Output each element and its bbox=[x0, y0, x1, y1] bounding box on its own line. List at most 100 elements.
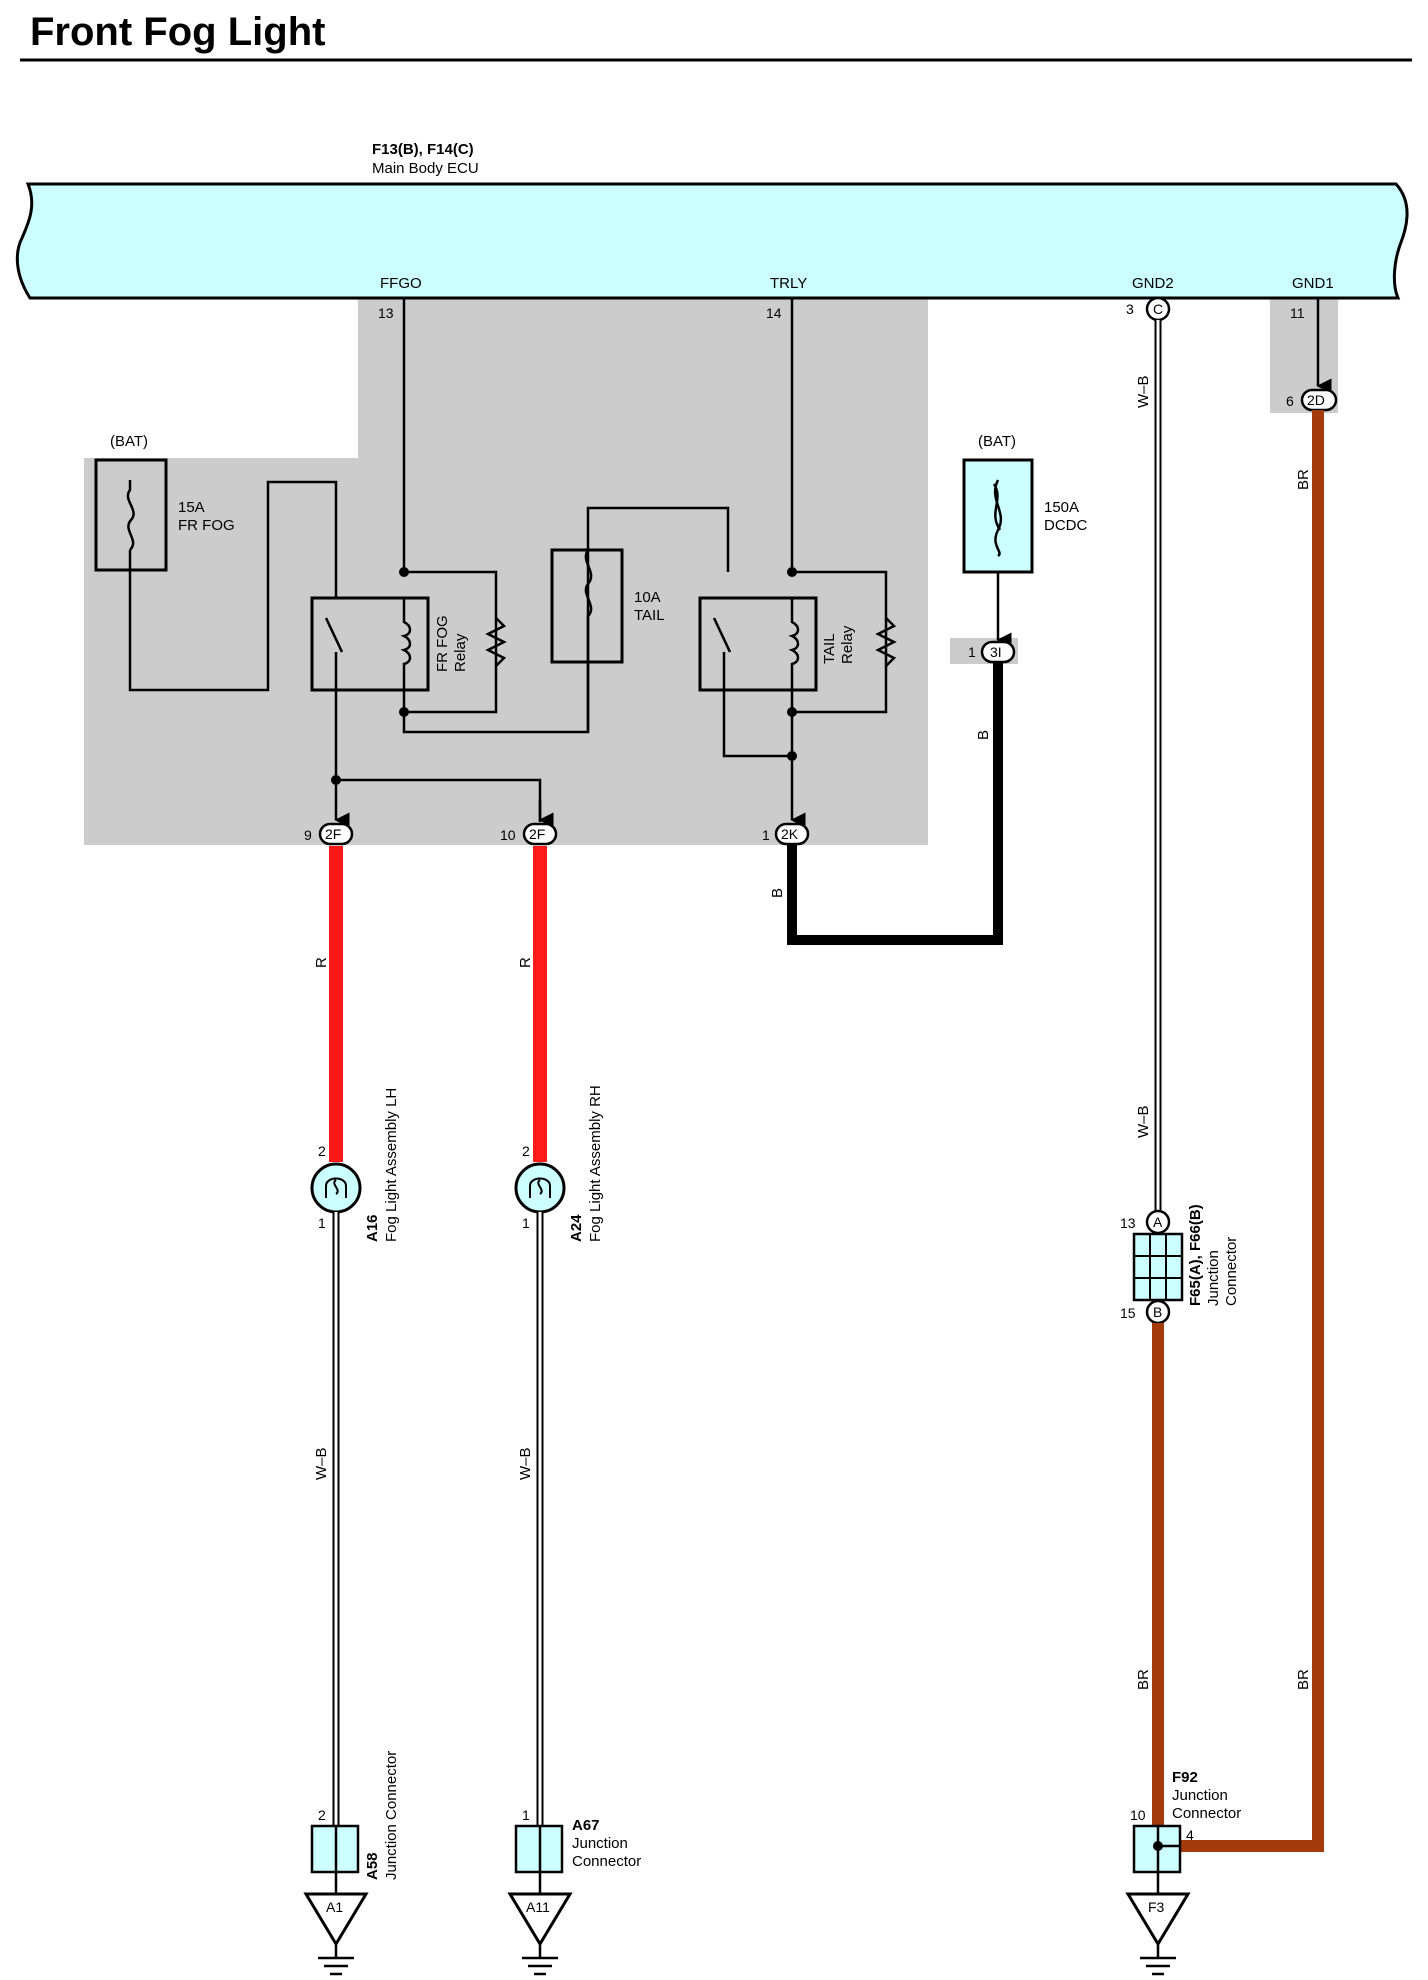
pin-gnd1-junction: 6 bbox=[1286, 393, 1294, 409]
pin-a67: 1 bbox=[522, 1807, 530, 1823]
bat-left-label: (BAT) bbox=[110, 433, 148, 450]
a67-line1: Junction bbox=[572, 1835, 628, 1852]
dcdc-fuse-rating: 150A bbox=[1044, 499, 1079, 516]
f65-line1: Junction bbox=[1205, 1250, 1222, 1306]
gnd2-upper-wire-color: W–B bbox=[1135, 375, 1152, 408]
ffgo-splice-dot bbox=[399, 567, 409, 577]
fog-lh-name: Fog Light Assembly LH bbox=[383, 1088, 400, 1242]
ground-f3-earth bbox=[1140, 1944, 1176, 1976]
dcdc-fuse-name: DCDC bbox=[1044, 517, 1087, 534]
pin-f92-side: 4 bbox=[1186, 1827, 1194, 1843]
pin-lamp-lh-out: 1 bbox=[318, 1215, 326, 1231]
fr-fog-relay-switch bbox=[324, 617, 344, 690]
dcdc-black-wire bbox=[787, 662, 1003, 945]
dcdc-connector-code: 3I bbox=[990, 644, 1002, 660]
f65-code: F65(A), F66(B) bbox=[1187, 1204, 1204, 1306]
gnd1-wire-color: BR bbox=[1295, 469, 1312, 490]
dcdc-fuse-element bbox=[992, 479, 1003, 558]
tail-connector bbox=[774, 822, 810, 846]
tail-fuse-rating: 10A bbox=[634, 589, 661, 606]
ground-a11-symbol bbox=[507, 1892, 573, 1947]
fog-light-rh-filament bbox=[529, 1177, 551, 1198]
rh-ground-wire-color: W–B bbox=[517, 1447, 534, 1480]
fr-fog-fuse-rating: 15A bbox=[178, 499, 205, 516]
ground-a1-symbol bbox=[303, 1892, 369, 1947]
gnd1-connector-code: 2D bbox=[1307, 392, 1325, 408]
pin-fog-lh: 9 bbox=[304, 827, 312, 843]
fr-fog-fuse-to-relay-wire bbox=[128, 480, 338, 692]
pin-dcdc: 1 bbox=[968, 644, 976, 660]
lh-ground-wire-color: W–B bbox=[313, 1447, 330, 1480]
pin-gnd1: 11 bbox=[1290, 305, 1305, 321]
tail-output-dot bbox=[787, 751, 797, 761]
dcdc-wire-color: B bbox=[975, 730, 992, 740]
f65-bottom-code: B bbox=[1153, 1304, 1162, 1320]
pin-lamp-rh-in: 2 bbox=[522, 1143, 530, 1159]
a67-line2: Connector bbox=[572, 1853, 641, 1870]
relay-block-shade bbox=[84, 299, 928, 845]
tail-switch-output bbox=[722, 690, 792, 758]
fr-fog-relay-coil bbox=[400, 598, 412, 690]
ground-f3-symbol bbox=[1125, 1892, 1191, 1947]
fog-light-lh-filament bbox=[325, 1177, 347, 1198]
tail-out-wire-color: B bbox=[769, 888, 786, 898]
f92-line2: Connector bbox=[1172, 1805, 1241, 1822]
tail-resistor-loop bbox=[792, 570, 888, 714]
terminal-trly: TRLY bbox=[770, 275, 807, 292]
pin-gnd2: 3 bbox=[1126, 301, 1134, 317]
fr-fog-fuse-name: FR FOG bbox=[178, 517, 235, 534]
tail-relay bbox=[698, 596, 818, 692]
pin-ffgo: 13 bbox=[378, 305, 394, 321]
tail-relay-label-1: TAIL bbox=[821, 633, 838, 664]
f65-top-code: A bbox=[1153, 1214, 1163, 1230]
f65-to-f92-wire-color: BR bbox=[1135, 1669, 1152, 1690]
ground-a1-earth bbox=[318, 1944, 354, 1976]
gnd2-connector-code: C bbox=[1153, 301, 1163, 317]
f65-grid bbox=[1134, 1234, 1182, 1300]
trly-splice-dot bbox=[787, 567, 797, 577]
page-title: Front Fog Light bbox=[30, 10, 326, 54]
ground-a11-label: A11 bbox=[526, 1899, 550, 1915]
fr-fog-relay-label-2: Relay bbox=[452, 633, 469, 672]
tail-relay-switch bbox=[712, 617, 732, 690]
gnd1-to-f92-wire-color: BR bbox=[1295, 1669, 1312, 1690]
fog-rh-code: A24 bbox=[568, 1214, 585, 1242]
terminal-gnd2: GND2 bbox=[1132, 275, 1174, 292]
f92-line1: Junction bbox=[1172, 1787, 1228, 1804]
tail-relay-label-2: Relay bbox=[839, 625, 856, 664]
tail-coil-dot bbox=[787, 707, 797, 717]
gnd2-lower-wire-color: W–B bbox=[1135, 1105, 1152, 1138]
main-body-ecu bbox=[15, 182, 1409, 300]
fr-fog-resistor-loop bbox=[404, 570, 498, 714]
ground-f3-label: F3 bbox=[1148, 1899, 1165, 1915]
bat-right-label: (BAT) bbox=[978, 433, 1016, 450]
fr-fog-relay-resistor bbox=[485, 617, 507, 667]
ground-a1-label: A1 bbox=[326, 1899, 343, 1915]
fog-rh-connector bbox=[522, 822, 558, 846]
pin-fog-rh: 10 bbox=[500, 827, 516, 843]
fog-rh-connector-code: 2F bbox=[529, 826, 545, 842]
fr-fog-relay-label-1: FR FOG bbox=[434, 615, 451, 672]
f65-junction-connector bbox=[1132, 1232, 1184, 1302]
terminal-gnd1: GND1 bbox=[1292, 275, 1334, 292]
pin-trly: 14 bbox=[766, 305, 782, 321]
dcdc-fuse bbox=[962, 458, 1034, 574]
terminal-ffgo: FFGO bbox=[380, 275, 422, 292]
ecu-connectors-label: F13(B), F14(C) bbox=[372, 141, 474, 158]
pin-a58: 2 bbox=[318, 1807, 326, 1823]
fog-lh-connector bbox=[318, 822, 354, 846]
coil-splice-dot bbox=[399, 707, 409, 717]
pin-f65-bottom: 15 bbox=[1120, 1305, 1136, 1321]
tail-fuse-name: TAIL bbox=[634, 607, 665, 624]
pin-f92-in: 10 bbox=[1130, 1807, 1146, 1823]
f65-line2: Connector bbox=[1223, 1237, 1240, 1306]
rh-feed-wire-color: R bbox=[517, 957, 534, 968]
pin-tail-out: 1 bbox=[762, 827, 770, 843]
fr-fog-relay bbox=[310, 596, 430, 692]
gnd1-brown-wire bbox=[1180, 410, 1324, 1852]
tail-connector-code: 2K bbox=[781, 826, 799, 842]
pin-lamp-lh-in: 2 bbox=[318, 1143, 326, 1159]
fog-lh-code: A16 bbox=[364, 1214, 381, 1242]
tail-relay-coil bbox=[788, 598, 800, 690]
a58-name: Junction Connector bbox=[383, 1751, 400, 1880]
